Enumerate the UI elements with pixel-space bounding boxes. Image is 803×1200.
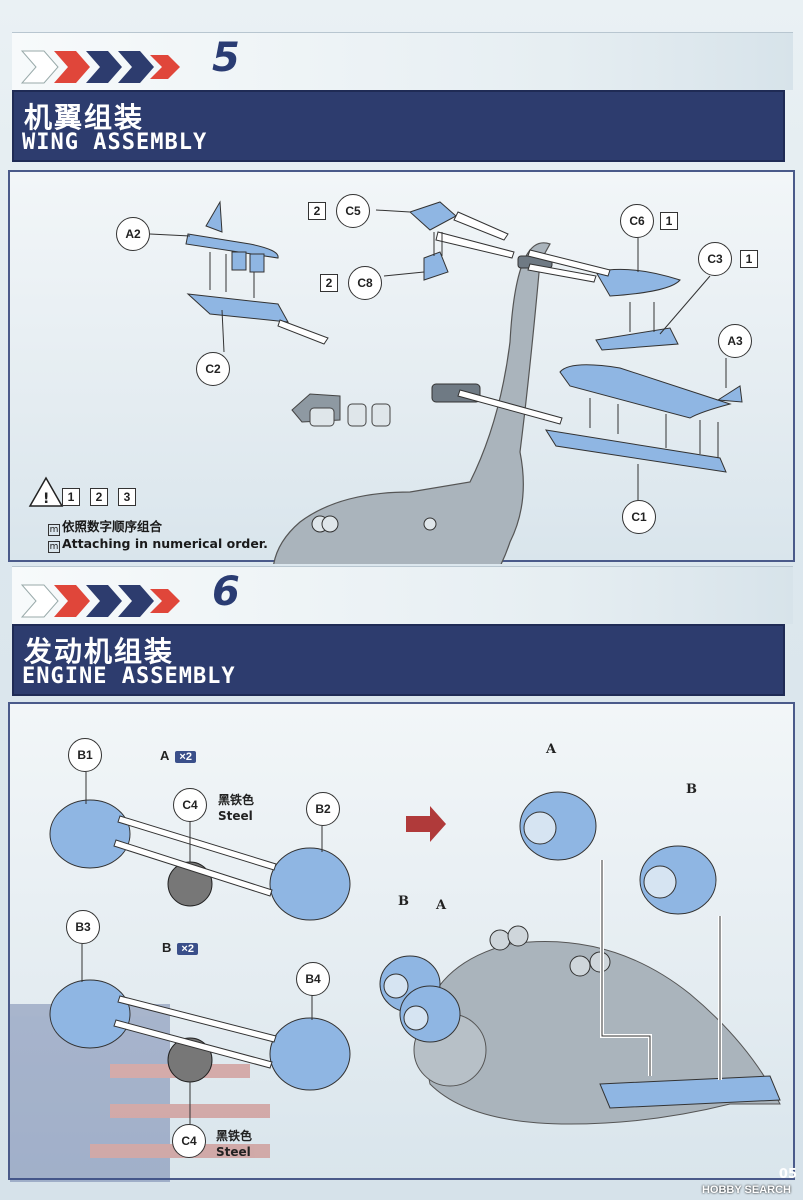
part-c8-drawing <box>423 251 449 281</box>
note-en-text: Attaching in numerical order. <box>62 536 268 551</box>
engine-assembly-diagram <box>10 772 781 1182</box>
part-a3-drawing <box>559 364 732 419</box>
note-box-2: 2 <box>90 488 108 506</box>
callout-c4-b: C4 <box>172 1124 206 1158</box>
step-5-header: 5 <box>12 32 793 90</box>
manual-icon: m <box>48 541 60 553</box>
order-box-c6: 1 <box>660 212 678 230</box>
part-b1-drawing <box>49 799 131 869</box>
callout-c8: C8 <box>348 266 382 300</box>
color-cn: 黑铁色 <box>218 793 255 807</box>
arrow-right-icon <box>406 806 446 842</box>
order-box-c5: 2 <box>308 202 326 220</box>
group-a-qty: A ×2 <box>160 748 196 763</box>
callout-a2: A2 <box>116 217 150 251</box>
color-note-a: 黑铁色 Steel <box>218 792 254 824</box>
wing-assembly-diagram: ! <box>28 200 743 564</box>
color-cn: 黑铁色 <box>216 1129 253 1143</box>
engine-label-a-left: A <box>436 898 447 913</box>
callout-a3: A3 <box>718 324 752 358</box>
part-b3-drawing <box>49 979 131 1049</box>
callout-b3: B3 <box>66 910 100 944</box>
callout-c2: C2 <box>196 352 230 386</box>
part-c1-drawing <box>544 429 727 473</box>
callout-c1: C1 <box>622 500 656 534</box>
chevron-arrows-icon <box>20 50 180 84</box>
step-title-cn: 机翼组装 <box>24 101 145 134</box>
group-b-label: B <box>162 940 172 955</box>
step-6-title-bar: 发动机组装 ENGINE ASSEMBLY <box>12 624 785 696</box>
chevron-arrows-icon <box>20 584 180 618</box>
callout-b4: B4 <box>296 962 330 996</box>
color-en: Steel <box>218 809 253 823</box>
step-title-cn: 发动机组装 <box>24 635 175 668</box>
svg-text:!: ! <box>43 491 49 507</box>
engine-label-a-top: A <box>546 742 557 757</box>
part-a2-drawing <box>185 200 279 273</box>
callout-c5: C5 <box>336 194 370 228</box>
note-box-3: 3 <box>118 488 136 506</box>
group-b-qty: B ×2 <box>162 940 198 955</box>
hobby-search-logo: HOBBY SEARCH <box>701 1184 791 1196</box>
step-title-en: WING ASSEMBLY <box>22 130 208 155</box>
callout-b2: B2 <box>306 792 340 826</box>
step-title-en: ENGINE ASSEMBLY <box>22 664 236 689</box>
part-b4-drawing <box>269 1017 351 1091</box>
part-b2-drawing <box>269 847 351 921</box>
step-6-diagram-panel: B1 A ×2 C4 黑铁色 Steel B2 B3 B ×2 B4 C4 黑铁色 … <box>8 702 795 1182</box>
callout-c6: C6 <box>620 204 654 238</box>
wing-drawing <box>599 1075 781 1109</box>
group-b-qty-badge: ×2 <box>177 943 198 955</box>
note-cn-text: 依照数字顺序组合 <box>62 519 163 534</box>
step-6-header: 6 <box>12 566 793 624</box>
order-box-c3: 1 <box>740 250 758 268</box>
color-en: Steel <box>216 1145 251 1159</box>
part-c3-drawing <box>595 327 679 351</box>
warning-triangle-icon: ! <box>28 476 64 507</box>
fuselage-drawing <box>273 242 553 564</box>
part-c6-drawing <box>595 268 681 297</box>
page-number: 05 <box>778 1167 797 1182</box>
callout-c4-a: C4 <box>173 788 207 822</box>
step-5-diagram-panel: ! A2 C2 2 C5 2 C8 C6 1 C3 1 A3 C1 1 2 3 … <box>8 170 795 564</box>
step-number: 6 <box>212 569 240 615</box>
callout-b1: B1 <box>68 738 102 772</box>
group-a-label: A <box>160 748 170 763</box>
part-c5-drawing <box>409 201 457 231</box>
manual-icon: m <box>48 524 60 536</box>
group-a-qty-badge: ×2 <box>175 751 196 763</box>
step-5-title-bar: 机翼组装 WING ASSEMBLY <box>12 90 785 162</box>
callout-c3: C3 <box>698 242 732 276</box>
color-note-b: 黑铁色 Steel <box>216 1128 252 1160</box>
engine-label-b-left: B <box>398 894 409 909</box>
part-c2-drawing <box>186 293 289 323</box>
engine-label-b-top: B <box>686 782 697 797</box>
note-box-1: 1 <box>62 488 80 506</box>
step-number: 5 <box>212 35 240 81</box>
order-box-c8: 2 <box>320 274 338 292</box>
